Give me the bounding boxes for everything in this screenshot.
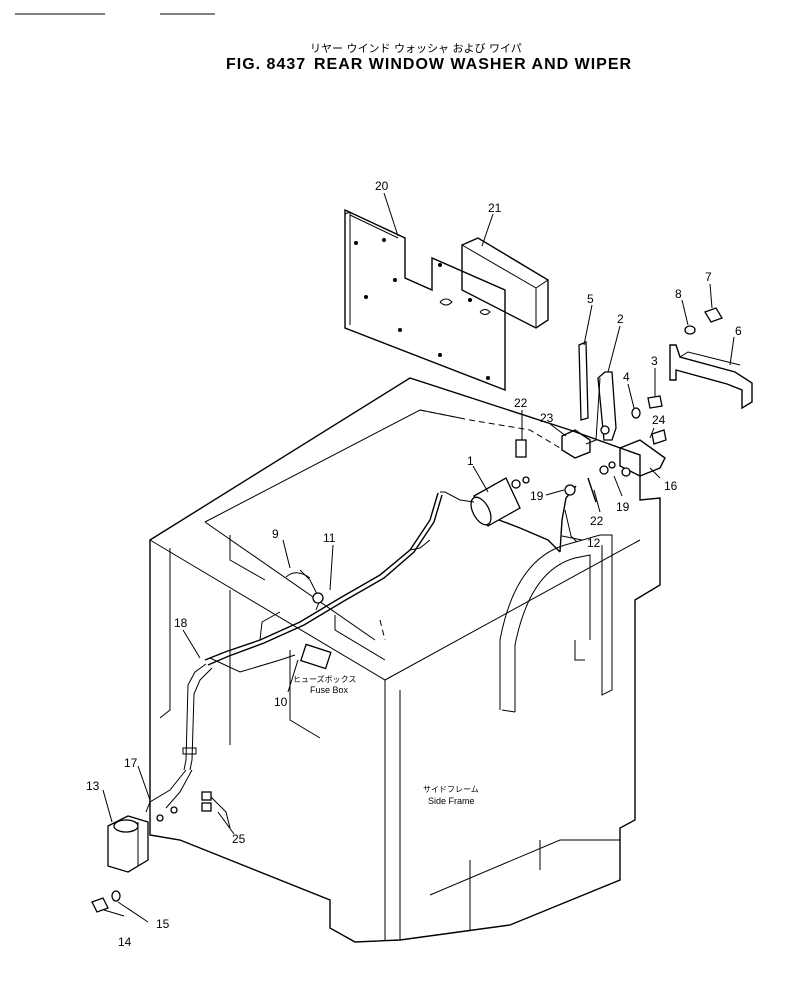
callout-7: 7 — [705, 270, 712, 284]
figure-number: FIG. 8437 — [226, 56, 306, 73]
washer-tank-13 — [107, 806, 178, 873]
rear-panel-20 — [344, 208, 506, 392]
hose-12 — [498, 461, 616, 553]
title-english: REAR WINDOW WASHER AND WIPER — [314, 56, 632, 73]
callout-19-right: 19 — [616, 500, 630, 514]
fuse-box-label-en: Fuse Box — [310, 685, 349, 695]
bracket-16 — [619, 429, 667, 477]
bracket-6 — [631, 307, 753, 419]
callout-18: 18 — [174, 616, 188, 630]
callout-3: 3 — [651, 354, 658, 368]
washer-pump-1 — [470, 476, 530, 527]
callout-10: 10 — [274, 695, 288, 709]
callout-22-upper: 22 — [514, 396, 528, 410]
callout-1: 1 — [467, 454, 474, 468]
callout-2: 2 — [617, 312, 624, 326]
side-frame-label-en: Side Frame — [428, 796, 475, 806]
callout-20: 20 — [375, 179, 389, 193]
wire-harness — [145, 491, 475, 813]
callout-24: 24 — [652, 413, 666, 427]
cab-frame — [149, 377, 661, 943]
callout-25: 25 — [232, 832, 246, 846]
callout-17: 17 — [124, 756, 138, 770]
callout-12: 12 — [587, 536, 601, 550]
callout-23: 23 — [540, 411, 554, 425]
cover-panel-21 — [461, 237, 549, 329]
callout-14: 14 — [118, 935, 132, 949]
clips-25 — [201, 791, 231, 829]
callout-6: 6 — [735, 324, 742, 338]
wiper-assembly — [578, 341, 617, 445]
callout-16: 16 — [664, 479, 678, 493]
callout-11: 11 — [323, 531, 336, 545]
callout-5: 5 — [587, 292, 594, 306]
callout-13: 13 — [86, 779, 100, 793]
callout-4: 4 — [623, 370, 630, 384]
callout-15: 15 — [156, 917, 170, 931]
callout-21: 21 — [488, 201, 502, 215]
leader-lines — [102, 192, 735, 923]
fuse-box-label-jp: ヒューズボックス — [293, 674, 356, 684]
bracket-23 — [515, 429, 591, 459]
callout-19-left: 19 — [530, 489, 544, 503]
callout-9: 9 — [272, 527, 279, 541]
bolt-14-washer-15 — [91, 890, 121, 913]
callout-8: 8 — [675, 287, 682, 301]
side-frame-label-jp: サイドフレーム — [423, 785, 479, 794]
callout-22-lower: 22 — [590, 514, 604, 528]
callout-numbers: 20 21 5 2 3 4 8 7 6 22 23 24 16 1 19 22 … — [86, 179, 742, 949]
title-japanese: リヤー ウインド ウォッシャ および ワイパ — [310, 42, 522, 55]
